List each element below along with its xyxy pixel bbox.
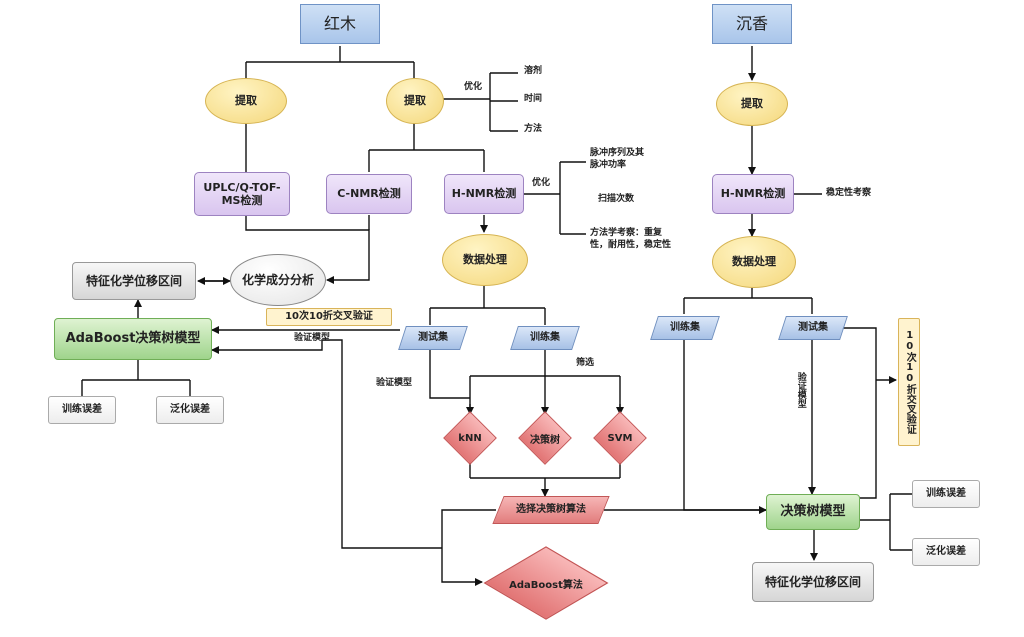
extract-node-right: 提取 [716, 82, 788, 126]
cnmr-node: C-NMR检测 [326, 174, 412, 214]
solvent-label: 溶剂 [524, 66, 543, 76]
dtree-node: 决策树 [518, 411, 572, 465]
data-processing-node-right: 数据处理 [712, 236, 796, 288]
adaboost-algo-node: AdaBoost算法 [483, 546, 609, 620]
feature-region-node-left: 特征化学位移区间 [72, 262, 196, 300]
optimize-label-1: 优化 [464, 82, 483, 92]
stability-label: 稳定性考察 [826, 188, 872, 198]
knn-node: kNN [443, 411, 497, 465]
time-label: 时间 [524, 94, 543, 104]
scans-label: 扫描次数 [598, 194, 635, 204]
gen-error-node-right: 泛化误差 [912, 538, 980, 566]
hnmr-node-right: H-NMR检测 [712, 174, 794, 214]
dtree-model-node-right: 决策树模型 [766, 494, 860, 530]
extract-node-1: 提取 [205, 78, 287, 124]
pulse-label: 脉冲序列及其 脉冲功率 [590, 148, 645, 170]
gen-error-node-left: 泛化误差 [156, 396, 224, 424]
uplc-node: UPLC/Q-TOF-MS检测 [194, 172, 290, 216]
train-error-node-right: 训练误差 [912, 480, 980, 508]
method-label: 方法 [524, 124, 543, 134]
svm-node: SVM [593, 411, 647, 465]
data-processing-node-left: 数据处理 [442, 234, 528, 286]
select-algo-node: 选择决策树算法 [492, 496, 610, 524]
optimize-label-2: 优化 [532, 178, 551, 188]
chem-analysis-node: 化学成分分析 [230, 254, 326, 306]
train-error-node-left: 训练误差 [48, 396, 116, 424]
cv10-label-right: 10次10折交叉验证 [898, 318, 920, 446]
cv10-label-left: 10次10折交叉验证 [266, 308, 392, 326]
title-hongmu: 红木 [300, 4, 380, 44]
test-set-node-right: 测试集 [778, 316, 848, 340]
test-set-node-left: 测试集 [398, 326, 468, 350]
adaboost-model-node: AdaBoost决策树模型 [54, 318, 212, 360]
title-chenxiang: 沉香 [712, 4, 792, 44]
extract-node-2: 提取 [386, 78, 444, 124]
feature-region-node-right: 特征化学位移区间 [752, 562, 874, 602]
hnmr-node: H-NMR检测 [444, 174, 524, 214]
verify-model-label-b: 验证模型 [376, 378, 413, 388]
train-set-node-right: 训练集 [650, 316, 720, 340]
train-set-node-left: 训练集 [510, 326, 580, 350]
verify-model-label-a: 验证模型 [294, 333, 331, 343]
verify-model-label-right: 验证模型 [795, 372, 806, 408]
screen-label: 筛选 [576, 358, 595, 368]
methodology-label: 方法学考察：重复 性，耐用性，稳定性 [590, 228, 672, 250]
